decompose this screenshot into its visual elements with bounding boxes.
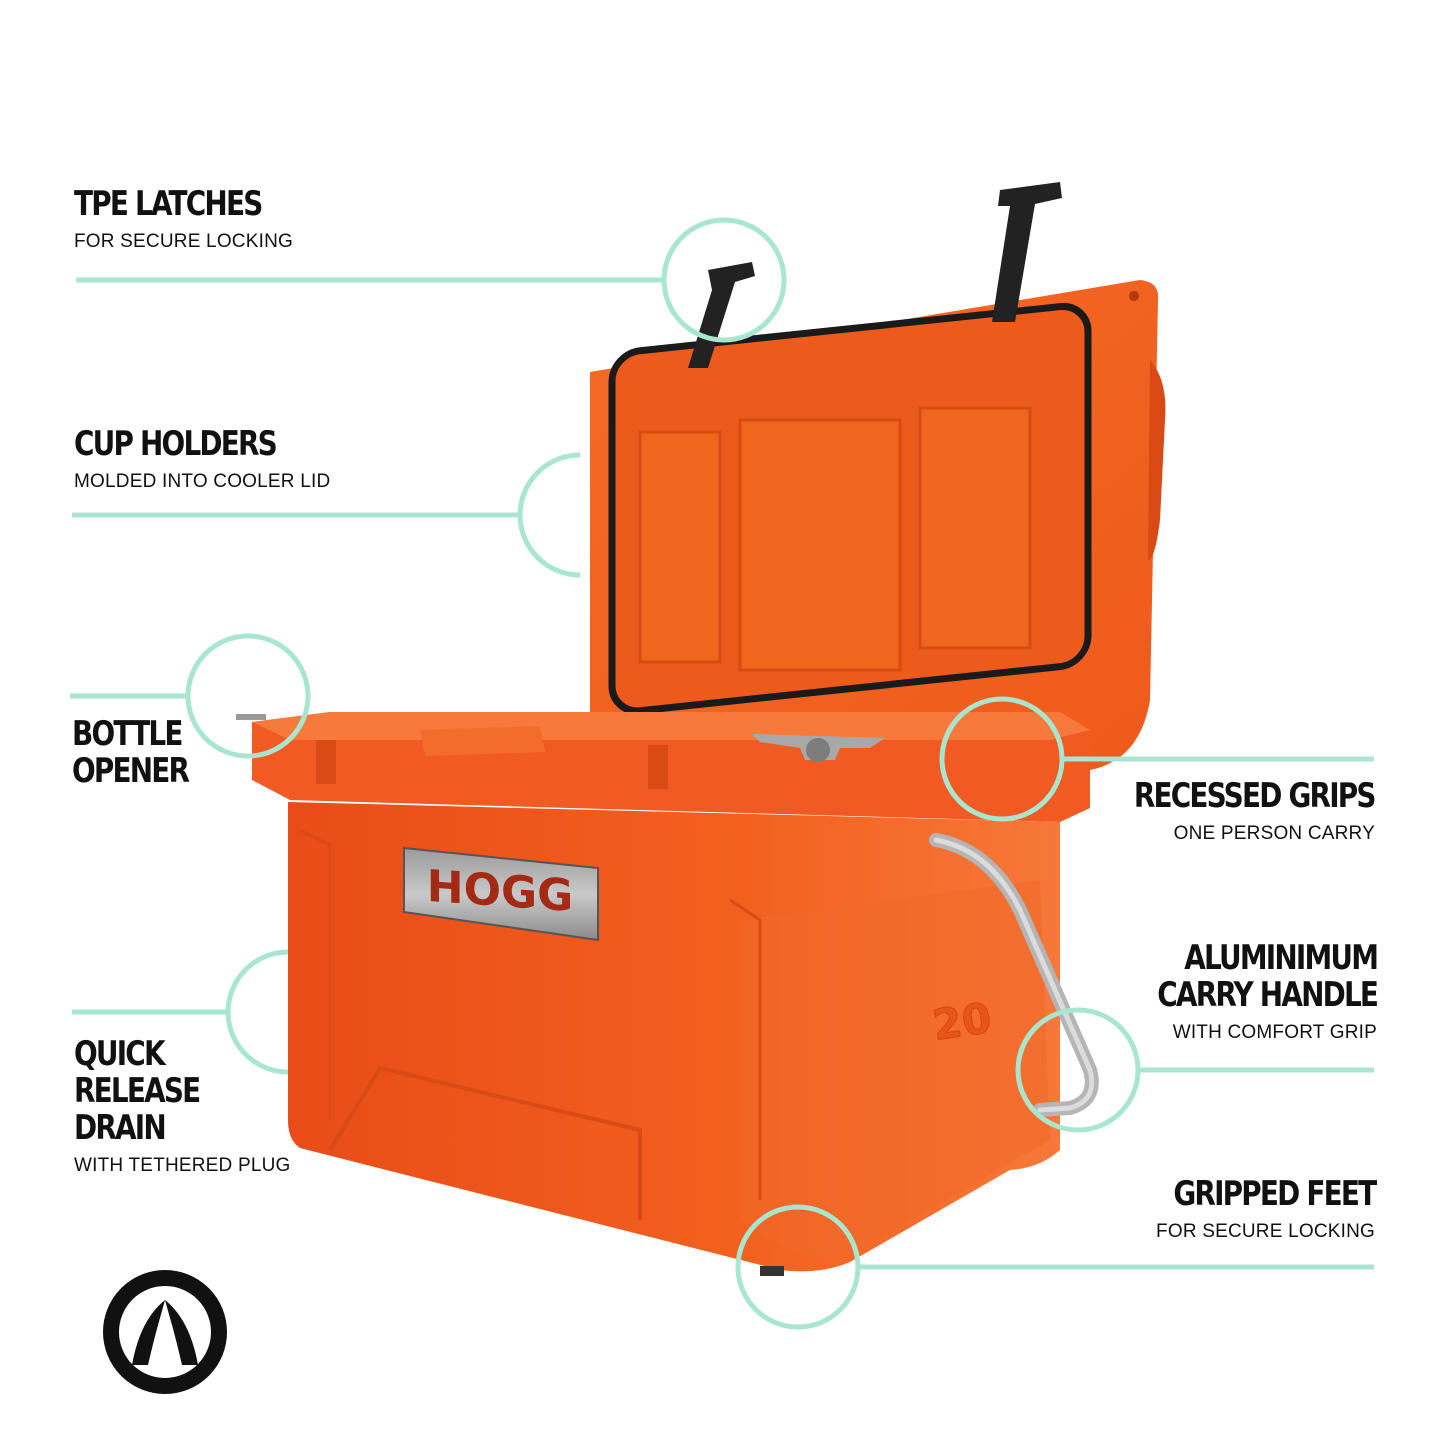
callout-circle-feet [735,1204,861,1330]
feature-title: TPE LATCHES [74,184,263,224]
brand-badge-text: HOGG [427,861,573,922]
feature-quick-release-drain: QUICK RELEASE DRAIN WITH TETHERED PLUG [74,1036,291,1177]
feature-gripped-feet: GRIPPED FEET FOR SECURE LOCKING [1129,1174,1377,1243]
feature-title: RECESSED GRIPS [1134,776,1377,816]
feature-subtitle: WITH COMFORT GRIP [1172,1022,1377,1043]
feature-title-line: OPENER [72,751,190,791]
callout-circle-drain [225,949,289,1075]
callout-circle-bottle-opener [185,633,311,759]
feature-recessed-grips: RECESSED GRIPS ONE PERSON CARRY [1081,776,1377,845]
feature-title-line: DRAIN [74,1108,167,1148]
latch-right [992,182,1062,322]
callout-circle-handle [1015,1007,1141,1133]
feature-bottle-opener: BOTTLE OPENER [72,716,214,790]
feature-title: QUICK RELEASE DRAIN [74,1036,252,1147]
callout-circle-latches [661,217,787,343]
feature-title-line: ALUMINIMUM [1184,938,1379,978]
feature-subtitle: FOR SECURE LOCKING [74,231,293,252]
feature-title: BOTTLE OPENER [72,714,190,791]
latch-left [688,262,755,368]
capacity-mark: 20 [930,993,995,1050]
feature-subtitle: FOR SECURE LOCKING [1156,1221,1375,1242]
feature-aluminium-carry-handle: ALUMINIMUM CARRY HANDLE WITH COMFORT GRI… [1109,938,1379,1044]
feature-cup-holders: CUP HOLDERS MOLDED INTO COOLER LID [74,426,330,493]
feature-subtitle: WITH TETHERED PLUG [74,1155,291,1176]
feature-title-line: CARRY HANDLE [1157,975,1379,1015]
feature-subtitle: MOLDED INTO COOLER LID [74,471,331,492]
aluminium-handle [929,833,1099,1117]
feature-title-line: RELEASE [74,1071,201,1111]
feature-subtitle: ONE PERSON CARRY [1173,823,1375,844]
feature-title: CUP HOLDERS [74,424,278,464]
brand-badge: HOGG [403,846,599,942]
bottle-opener [752,734,885,762]
feature-title-line: QUICK [74,1034,166,1074]
feature-title-line: BOTTLE [72,714,183,754]
feature-title: ALUMINIMUM CARRY HANDLE [1157,938,1379,1015]
feature-tpe-latches: TPE LATCHES FOR SECURE LOCKING [74,186,303,253]
foot [760,1266,784,1276]
feature-title: GRIPPED FEET [1172,1174,1377,1214]
cooler-lid [590,280,1166,770]
callout-circle-recessed-grips [939,696,1065,822]
callout-circle-cup-holders [517,452,581,578]
